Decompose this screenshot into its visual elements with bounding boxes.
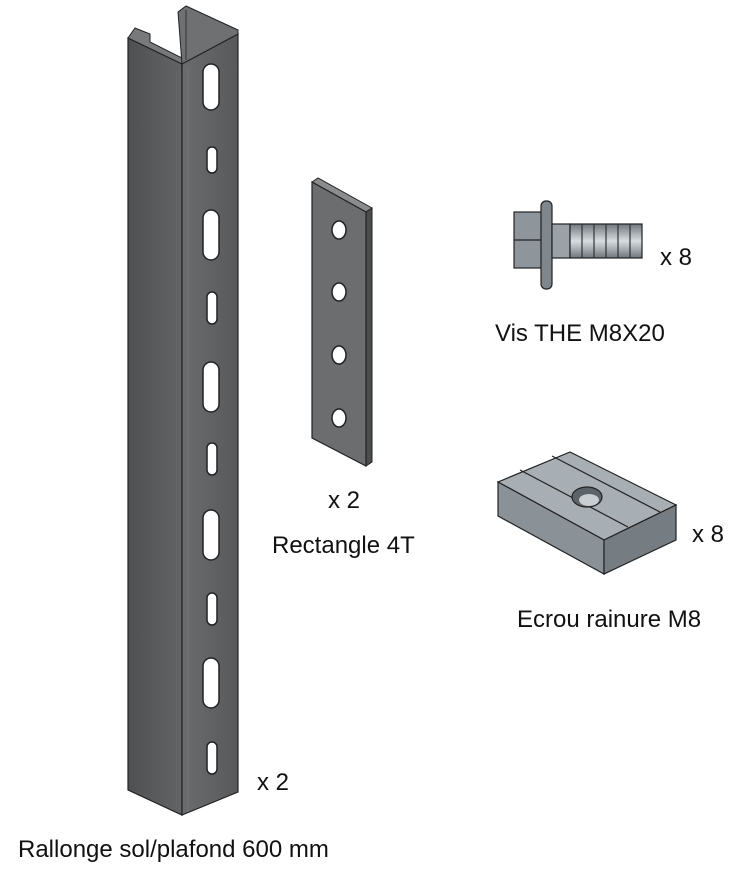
post-rallonge bbox=[127, 5, 239, 816]
nut-label: Ecrou rainure M8 bbox=[517, 606, 702, 633]
plate-label: Rectangle 4T bbox=[272, 532, 415, 559]
post-label: Rallonge sol/plafond 600 mm bbox=[18, 836, 329, 863]
plate-rectangle-4t bbox=[311, 177, 373, 467]
post-quantity: x 2 bbox=[257, 769, 290, 796]
bolt-label: Vis THE M8X20 bbox=[495, 320, 665, 347]
bolt-quantity: x 8 bbox=[660, 244, 693, 271]
bolt-vis-the bbox=[513, 200, 643, 290]
plate-quantity: x 2 bbox=[328, 487, 361, 514]
nut-quantity: x 8 bbox=[692, 521, 725, 548]
nut-ecrou-rainure bbox=[496, 451, 678, 576]
